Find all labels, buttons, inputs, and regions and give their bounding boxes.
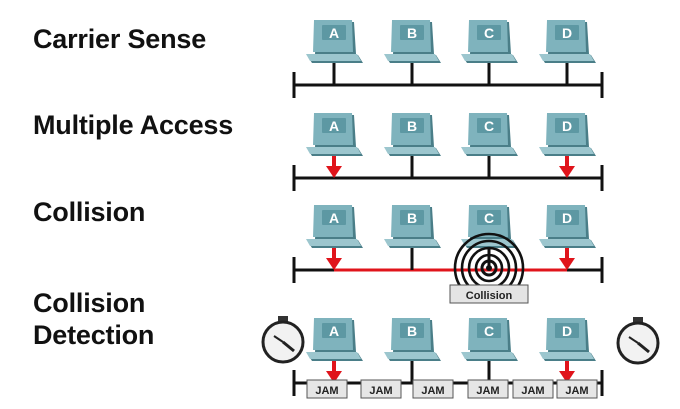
computer-icon: A — [306, 20, 363, 63]
jam-box: JAM — [512, 379, 554, 399]
computer-icon: D — [539, 113, 596, 156]
jam-text: JAM — [421, 385, 444, 397]
carrier-sense-label: Carrier Sense — [33, 24, 207, 54]
jam-text: JAM — [476, 385, 499, 397]
computer-letter: B — [407, 323, 417, 339]
signal-arrowhead — [326, 166, 342, 178]
computer-icon: D — [539, 318, 596, 361]
signal-arrowhead — [326, 371, 342, 383]
computer-icon: D — [539, 205, 596, 248]
computer-letter: D — [562, 323, 572, 339]
computer-icon: B — [384, 205, 441, 248]
computer-letter: A — [329, 210, 339, 226]
signal-arrowhead — [326, 258, 342, 270]
jam-box: JAM — [556, 379, 598, 399]
computer-letter: D — [562, 118, 572, 134]
multiple-access-label: Multiple Access — [33, 110, 234, 140]
collision-text: Collision — [466, 290, 513, 302]
collision-icon: Collision — [449, 232, 529, 304]
stopwatch-left-icon — [261, 316, 305, 364]
jam-text: JAM — [315, 385, 338, 397]
computer-icon: B — [384, 20, 441, 63]
computer-letter: A — [329, 118, 339, 134]
computer-icon: A — [306, 113, 363, 156]
jam-text: JAM — [521, 385, 544, 397]
signal-arrowhead — [559, 166, 575, 178]
collision-label: Collision — [33, 197, 146, 227]
computer-letter: B — [407, 118, 417, 134]
jam-text: JAM — [369, 385, 392, 397]
collision-detection-label-line2: Detection — [33, 320, 155, 350]
computer-letter: C — [484, 25, 494, 41]
computer-letter: C — [484, 118, 494, 134]
computer-icon: C — [461, 318, 518, 361]
signal-arrowhead — [559, 371, 575, 383]
computer-letter: A — [329, 25, 339, 41]
jam-box: JAM — [467, 379, 509, 399]
computer-icon: B — [384, 113, 441, 156]
computer-icon: A — [306, 318, 363, 361]
jam-text: JAM — [565, 385, 588, 397]
computer-letter: C — [484, 210, 494, 226]
collision-box — [449, 284, 529, 304]
computer-letter: C — [484, 323, 494, 339]
signal-arrowhead — [559, 258, 575, 270]
computer-letter: B — [407, 210, 417, 226]
computer-icon: A — [306, 205, 363, 248]
computer-icon: C — [461, 113, 518, 156]
jam-box: JAM — [360, 379, 402, 399]
computer-letter: B — [407, 25, 417, 41]
collision-detection-label-line1: Collision — [33, 288, 146, 318]
computer-icon: C — [461, 20, 518, 63]
computer-letter: D — [562, 210, 572, 226]
computer-letter: D — [562, 25, 572, 41]
computer-icon: D — [539, 20, 596, 63]
computer-letter: A — [329, 323, 339, 339]
stopwatch-right-icon — [616, 317, 660, 365]
computer-icon: B — [384, 318, 441, 361]
jam-box: JAM — [412, 379, 454, 399]
jam-box: JAM — [306, 379, 348, 399]
